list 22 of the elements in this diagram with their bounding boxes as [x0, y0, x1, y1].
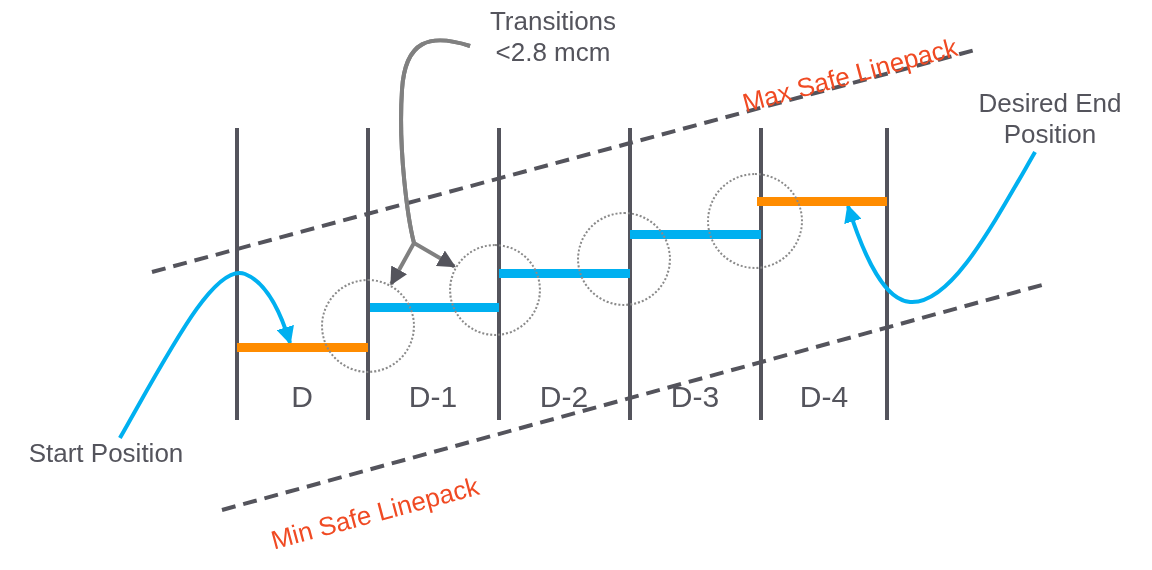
limit-label: Min Safe Linepack — [266, 469, 484, 558]
day-label: D — [290, 380, 314, 414]
level-bar — [630, 230, 761, 239]
limit-label: Max Safe Linepack — [738, 30, 962, 121]
arrow — [844, 151, 1037, 304]
transition-circle — [577, 212, 671, 306]
arrow — [118, 271, 294, 439]
arrow — [399, 38, 471, 269]
callout-text: Desired End Position — [960, 88, 1140, 152]
level-bar — [237, 343, 368, 352]
level-bar — [370, 303, 499, 312]
day-label: D-2 — [538, 380, 590, 414]
level-bar — [499, 269, 630, 278]
day-label: D-4 — [798, 380, 850, 414]
callout-text: Transitions <2.8 mcm — [468, 6, 638, 70]
transition-circle — [321, 279, 415, 373]
day-label: D-1 — [407, 380, 459, 414]
level-bar — [757, 197, 887, 206]
day-label: D-3 — [669, 380, 721, 414]
transition-circle — [707, 173, 803, 269]
callout-text: Start Position — [8, 438, 204, 472]
transition-circle — [449, 244, 541, 336]
